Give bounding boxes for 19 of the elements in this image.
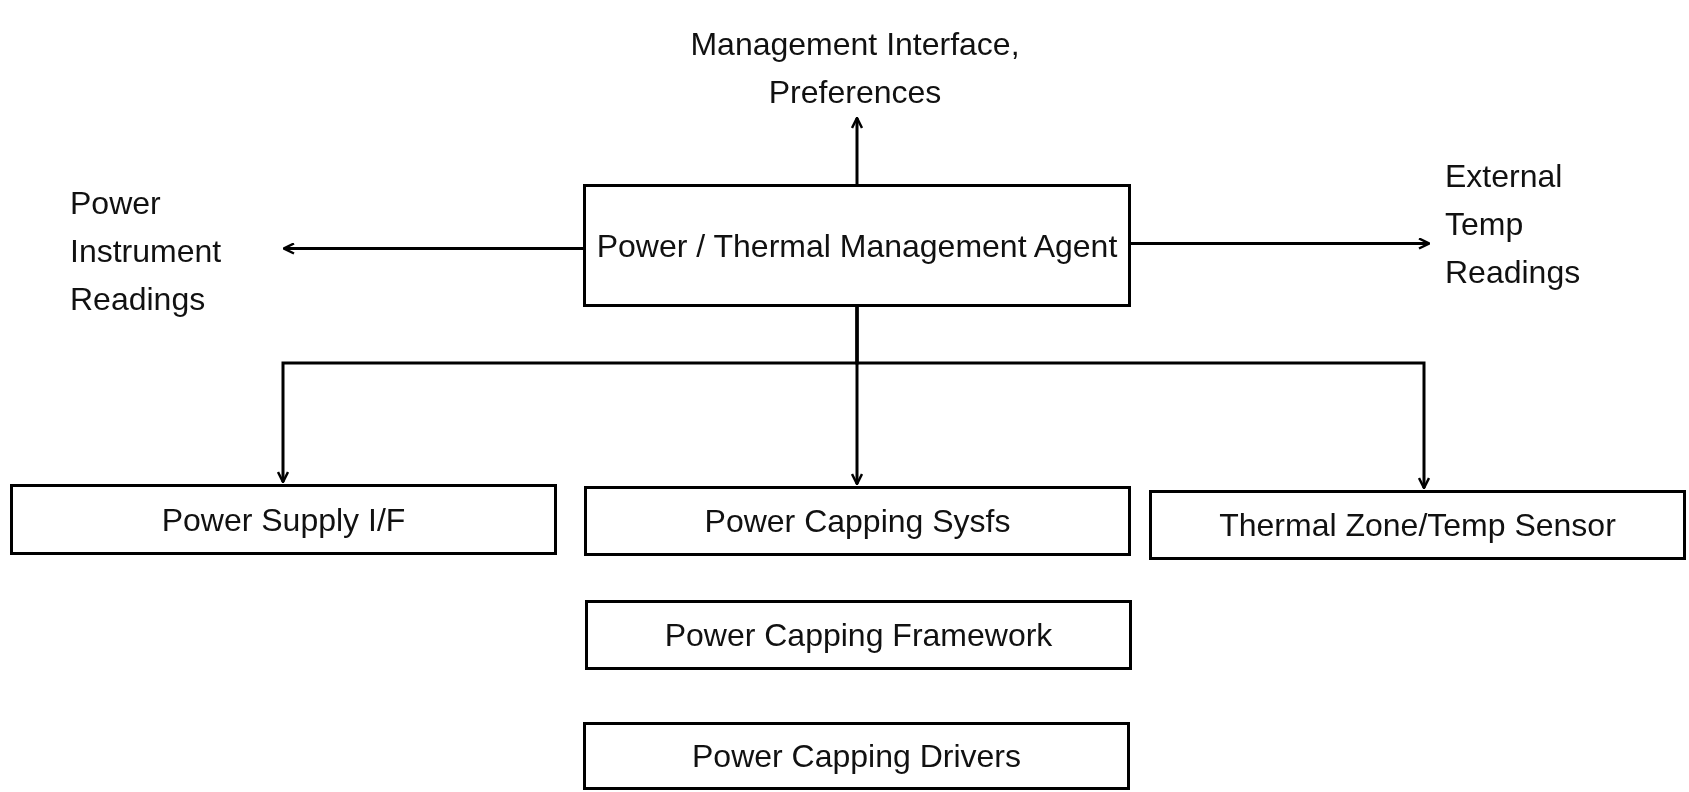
arrow [855, 307, 1431, 490]
process-box [583, 184, 1131, 307]
arrow [282, 242, 583, 255]
process-box [1149, 490, 1686, 560]
process-box [585, 600, 1132, 670]
text-label: External Temp Readings [1445, 157, 1582, 292]
box-label: Power / Thermal Management Agent [596, 226, 1118, 266]
text-label: Power Instrument Readings [70, 184, 223, 319]
process-box [583, 722, 1130, 790]
box-label: Power Capping Drivers [692, 737, 1021, 776]
arrow [850, 116, 864, 184]
box-label: Power Capping Sysfs [704, 502, 1011, 541]
arrow [1131, 237, 1431, 250]
text-label: Management Interface, Preferences [689, 25, 1021, 112]
box-label: Power Capping Framework [664, 616, 1053, 655]
box-label: Thermal Zone/Temp Sensor [1219, 506, 1616, 545]
box-label: Power Supply I/F [161, 500, 406, 540]
process-box [10, 484, 557, 555]
process-box [584, 486, 1131, 556]
